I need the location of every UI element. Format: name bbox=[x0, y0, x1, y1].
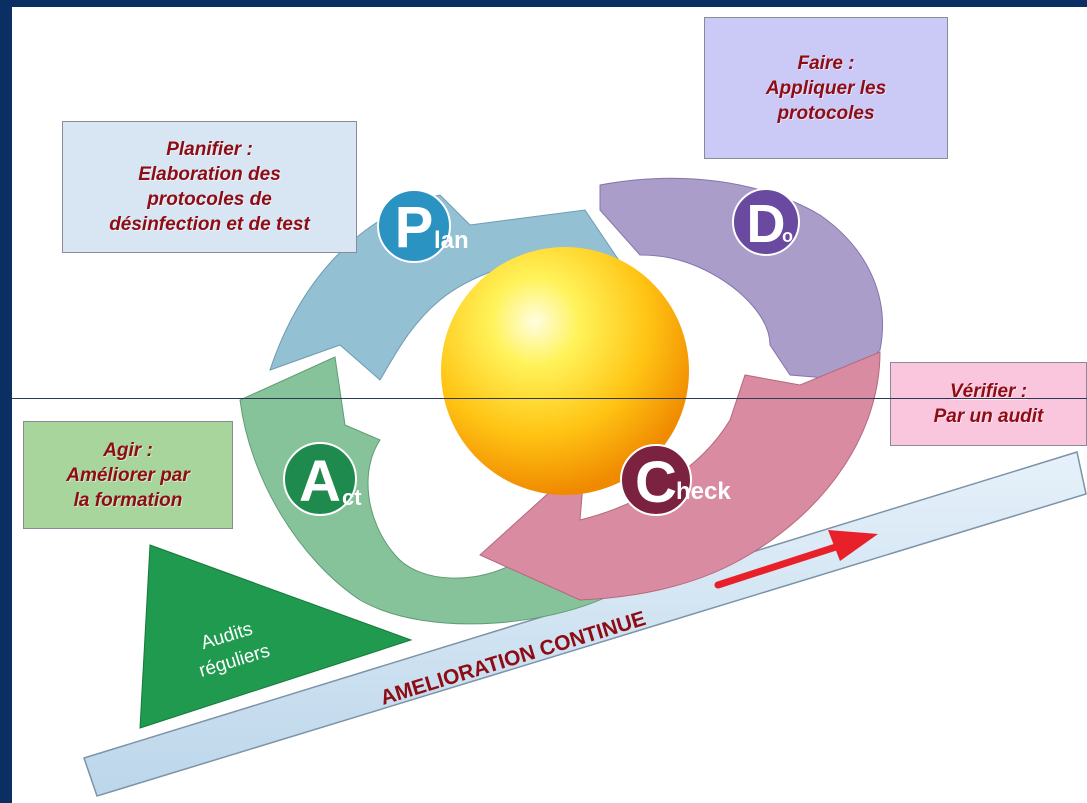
act-title: Agir : bbox=[103, 439, 153, 461]
plan-description-box: Planifier : Elaboration des protocoles d… bbox=[62, 121, 357, 253]
act-letter: A bbox=[299, 449, 341, 514]
check-letter: C bbox=[635, 450, 677, 515]
progress-arrow-icon bbox=[714, 530, 878, 589]
check-badge-icon: C heck bbox=[620, 444, 731, 516]
act-badge-icon: A ct bbox=[283, 442, 362, 516]
plan-rest: lan bbox=[434, 227, 469, 254]
do-segment bbox=[599, 177, 883, 381]
sun-sphere-icon bbox=[441, 247, 689, 495]
audits-triangle bbox=[139, 544, 413, 729]
act-rest: ct bbox=[342, 485, 362, 510]
horizontal-divider bbox=[12, 398, 1087, 399]
act-line-1: Améliorer par bbox=[66, 464, 190, 486]
plan-badge-icon: P lan bbox=[377, 189, 469, 263]
do-description-box: Faire : Appliquer les protocoles bbox=[704, 17, 948, 159]
do-line-2: protocoles bbox=[777, 102, 875, 124]
check-rest: heck bbox=[676, 478, 731, 505]
act-segment bbox=[239, 356, 622, 625]
do-line-1: Appliquer les bbox=[765, 77, 887, 99]
do-letter: D bbox=[747, 194, 786, 254]
act-description-box: Agir : Améliorer par la formation bbox=[23, 421, 233, 529]
plan-letter: P bbox=[395, 195, 434, 260]
check-description-box: Vérifier : Par un audit bbox=[890, 362, 1087, 446]
act-line-2: la formation bbox=[73, 489, 183, 511]
do-badge-icon: D o bbox=[732, 188, 800, 256]
check-title: Vérifier : bbox=[949, 381, 1028, 402]
plan-line-3: désinfection et de test bbox=[109, 214, 310, 235]
plan-title: Planifier : bbox=[166, 139, 253, 160]
check-line-1: Par un audit bbox=[933, 406, 1044, 427]
do-rest: o bbox=[782, 226, 793, 246]
do-title: Faire : bbox=[797, 52, 855, 74]
plan-line-1: Elaboration des bbox=[138, 164, 281, 185]
plan-line-2: protocoles de bbox=[147, 189, 272, 210]
